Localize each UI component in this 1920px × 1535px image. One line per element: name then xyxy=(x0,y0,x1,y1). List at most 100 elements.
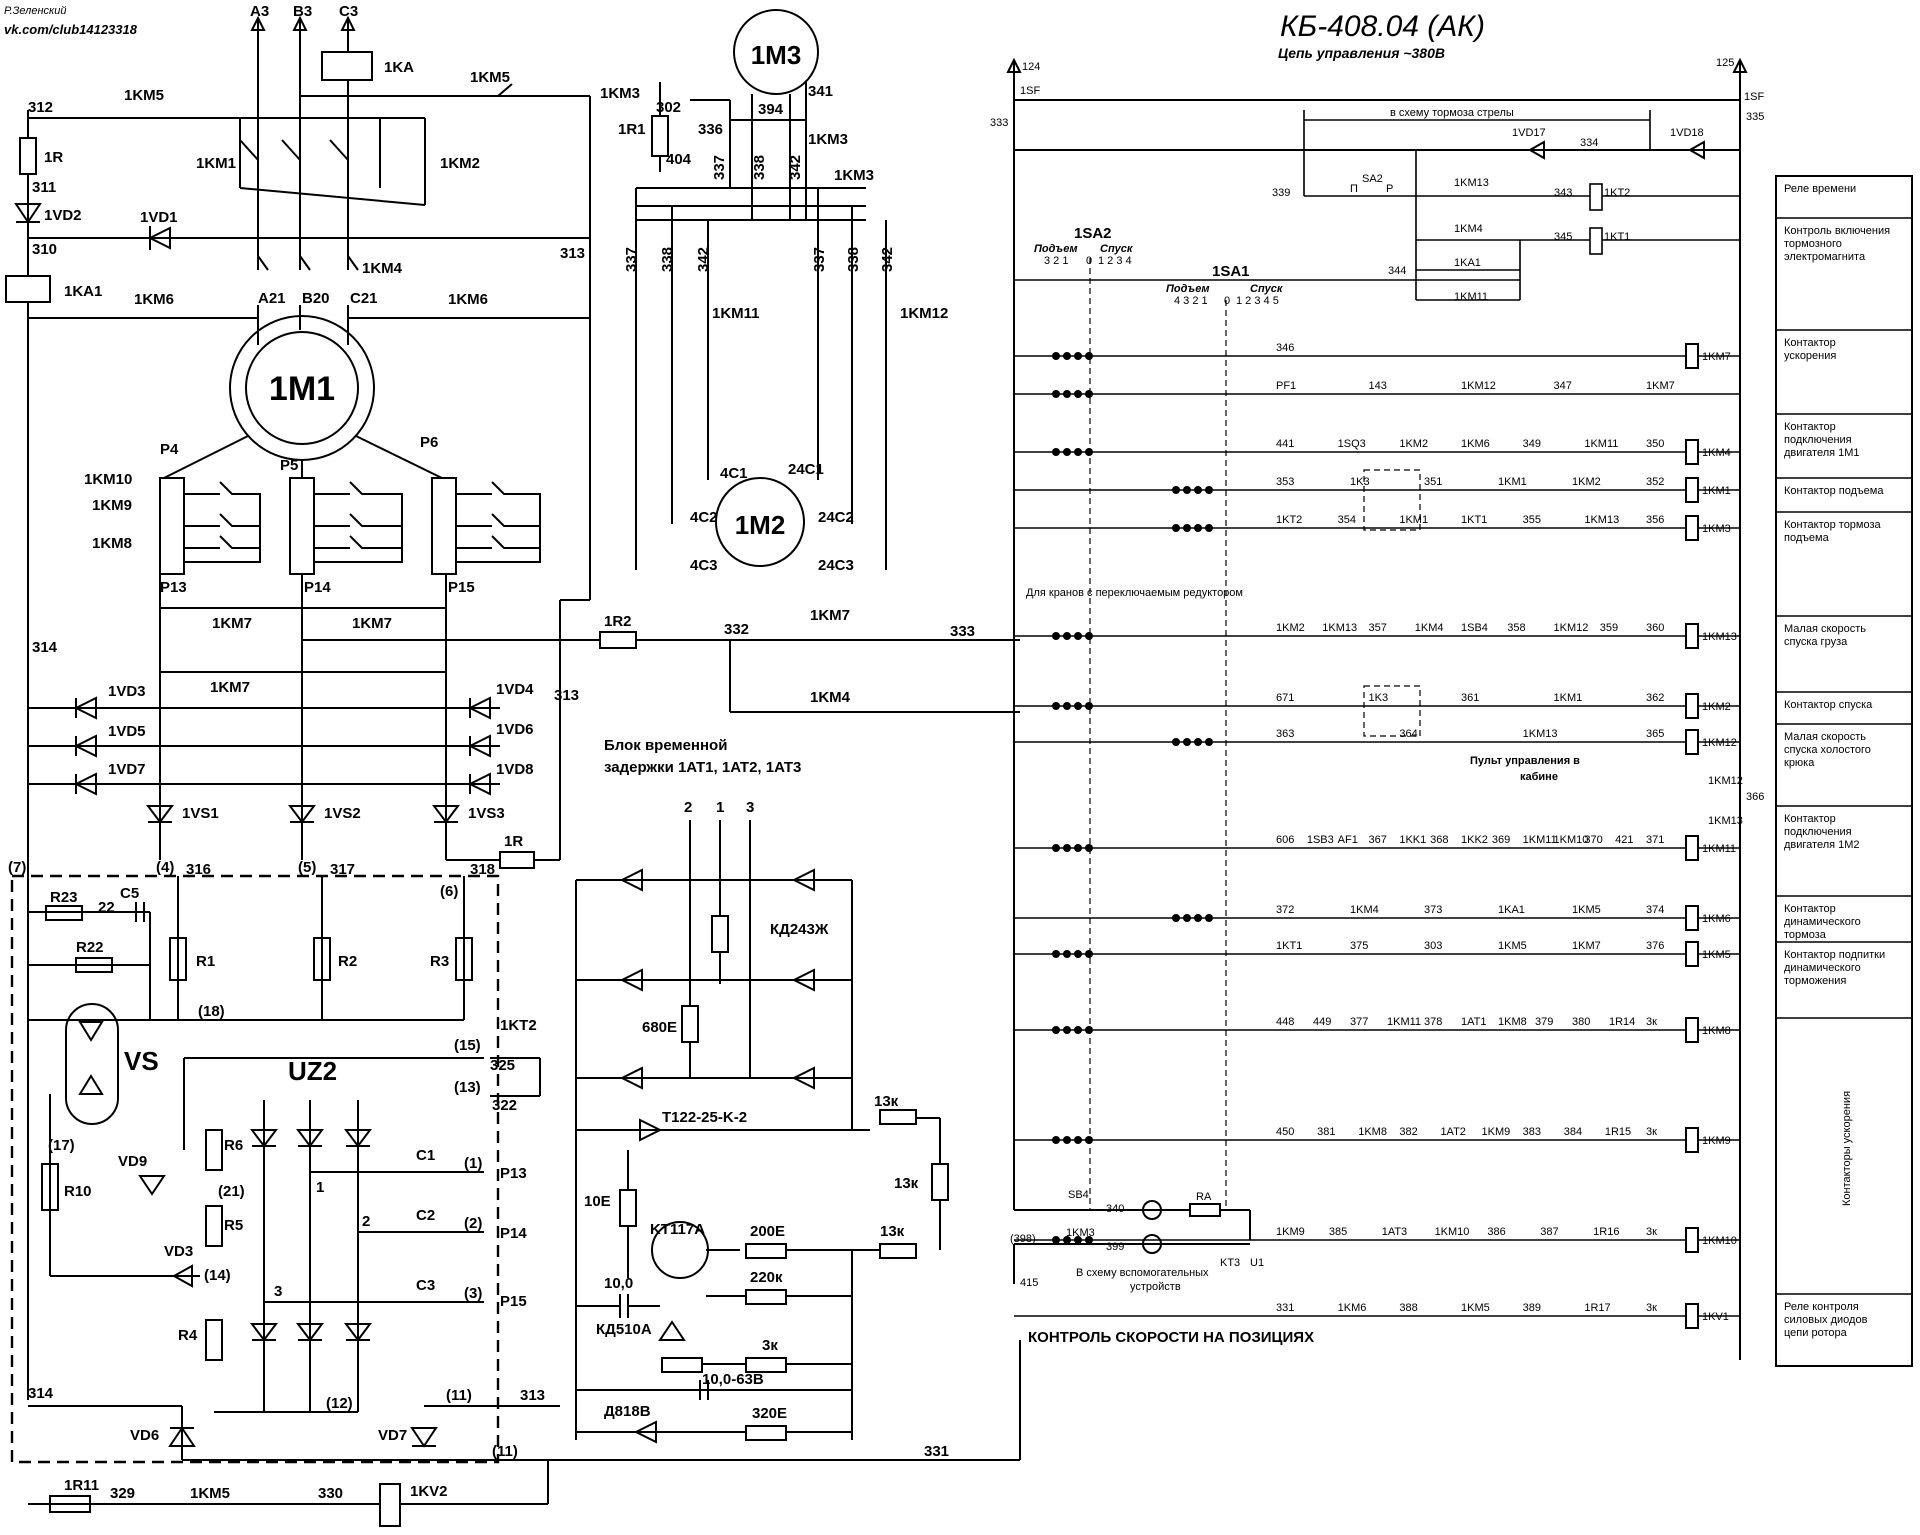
row-label: 143 xyxy=(1369,380,1387,392)
coil-box xyxy=(1685,439,1699,465)
res-r6: R6 xyxy=(224,1137,243,1154)
node-13: (13) xyxy=(454,1079,481,1096)
node-7: (7) xyxy=(8,859,26,876)
wire-333: 333 xyxy=(990,117,1008,129)
note-reducer: Для кранов с переключаемым редуктором xyxy=(1026,587,1243,599)
cap-c1: C1 xyxy=(416,1147,435,1164)
author-name: Р.Зеленский xyxy=(4,5,67,17)
row-label: 369 xyxy=(1492,834,1510,846)
sa2-up-nums: 3 2 1 xyxy=(1044,255,1068,267)
row-label: 358 xyxy=(1507,622,1525,634)
sa1-down-nums: 1 2 3 4 5 xyxy=(1236,295,1279,307)
res-3k: 3к xyxy=(762,1337,778,1354)
switch-contact-dot xyxy=(1085,950,1093,958)
wire-124: 124 xyxy=(1022,61,1040,73)
coil-box xyxy=(1685,1127,1699,1153)
thyristor-t122: T122-25-K-2 xyxy=(662,1109,747,1126)
row-label: 1R16 xyxy=(1593,1226,1619,1238)
km13-side: 1KM13 xyxy=(1708,815,1743,827)
phase-c: C3 xyxy=(339,3,358,20)
coil-label: 1KM2 xyxy=(1702,701,1731,713)
cap-10-0: 10,0 xyxy=(604,1275,633,1292)
wire-341: 341 xyxy=(808,83,833,100)
switch-contact-dot xyxy=(1085,1026,1093,1034)
row-label: 1KM11 xyxy=(1584,438,1618,450)
transistor-kt117: KT117A xyxy=(650,1221,705,1238)
switch-contact-dot xyxy=(1074,632,1082,640)
wire-312: 312 xyxy=(28,99,53,116)
timer-block: Блок временной задержки 1AT1, 1AT2, 1AT3… xyxy=(575,737,949,1444)
row-label: 384 xyxy=(1564,1126,1582,1138)
row-label: 1KM13 xyxy=(1523,728,1558,740)
sa1-zero: 0 xyxy=(1224,295,1230,307)
coil-box xyxy=(1685,693,1699,719)
aux-note-2: устройств xyxy=(1130,1281,1181,1293)
row-label: 1KM7 xyxy=(1572,940,1601,952)
res-10e: 10E xyxy=(584,1193,611,1210)
switch-contact-dot xyxy=(1052,1236,1060,1244)
thyristor-1vs3: 1VS3 xyxy=(468,805,505,822)
rotor-p6: P6 xyxy=(420,434,438,451)
node-1: (1) xyxy=(464,1155,482,1172)
author-link: vk.com/club14123318 xyxy=(4,22,138,37)
sa2-p: П xyxy=(1350,183,1358,195)
wire-340: 340 xyxy=(1106,1203,1124,1215)
km7-link: 1KM7 xyxy=(810,607,850,624)
diode-vd3: VD3 xyxy=(164,1243,193,1260)
row-label: 1SB4 xyxy=(1461,622,1488,634)
wire-325: 325 xyxy=(490,1057,515,1074)
coil-label: 1KM3 xyxy=(1702,523,1731,535)
wire-313-top: 313 xyxy=(560,245,585,262)
legend-item: Реле времени xyxy=(1784,183,1856,195)
wire-302: 302 xyxy=(656,99,681,116)
row-label: 3к xyxy=(1646,1016,1657,1028)
timer-title-2: задержки 1AT1, 1AT2, 1AT3 xyxy=(604,759,801,776)
coil-label: 1KM11 xyxy=(1702,843,1736,855)
row-label: 3к xyxy=(1646,1302,1657,1314)
node-uz2-1: 1 xyxy=(316,1179,324,1196)
relay-1kt2-left: 1KT2 xyxy=(500,1017,537,1034)
km4-link: 1KM4 xyxy=(810,689,851,706)
note-cab-1: Пульт управления в xyxy=(1470,755,1580,767)
switch-contact-dot xyxy=(1183,738,1191,746)
cap-c3: C3 xyxy=(416,1277,435,1294)
res-r23: R23 xyxy=(50,889,78,906)
node-3: (3) xyxy=(464,1285,482,1302)
row-label: 1KM9 xyxy=(1482,1126,1511,1138)
diode-1vd4: 1VD4 xyxy=(496,681,534,698)
res-r1: R1 xyxy=(196,953,215,970)
motor-1m1: 1M1 P4 P5 P6 1KM10 1KM9 1KM8 P13 P14 P15 xyxy=(84,315,560,820)
row-label: 1K3 xyxy=(1369,692,1389,704)
row-label: 1R15 xyxy=(1605,1126,1631,1138)
sa2-r: Р xyxy=(1386,183,1393,195)
row-label: 1KM5 xyxy=(1572,904,1601,916)
res-680e: 680E xyxy=(642,1019,677,1036)
row-label: 1KM5 xyxy=(1461,1302,1490,1314)
switch-contact-dot xyxy=(1085,352,1093,360)
row-label: 1KT1 xyxy=(1276,940,1302,952)
diode-1vd3: 1VD3 xyxy=(108,683,146,700)
km3-label-a: 1KM3 xyxy=(600,85,640,102)
res-13k-a: 13к xyxy=(874,1093,899,1110)
row-label: 448 xyxy=(1276,1016,1294,1028)
switch-contact-dot xyxy=(1172,486,1180,494)
coil-label: 1KM1 xyxy=(1702,485,1731,497)
switch-contact-dot xyxy=(1205,524,1213,532)
row-label: 375 xyxy=(1350,940,1368,952)
coil-box xyxy=(1685,623,1699,649)
row-label: 1KT1 xyxy=(1461,514,1487,526)
sa2-down: Спуск xyxy=(1100,243,1134,255)
diagram-title: КБ-408.04 (АК) xyxy=(1280,10,1485,43)
rotor-p14: P14 xyxy=(304,579,331,596)
switch-contact-dot xyxy=(1063,950,1071,958)
switch-contact-dot xyxy=(1052,352,1060,360)
coil-box xyxy=(1685,1227,1699,1253)
res-r5: R5 xyxy=(224,1217,243,1234)
